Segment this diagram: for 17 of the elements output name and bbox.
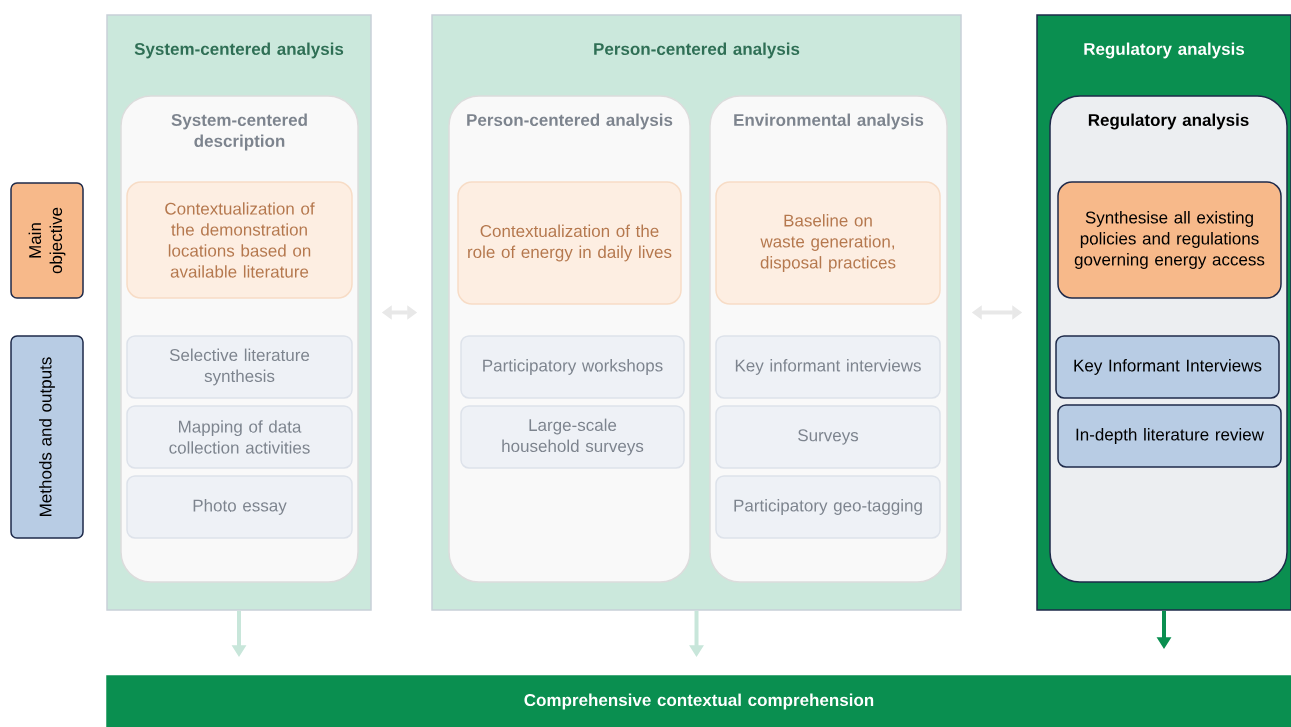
method-box: Key Informant Interviews: [1055, 335, 1280, 399]
method-box: Selective literature synthesis: [126, 335, 353, 399]
objective-box: Contextualization of the demonstration locations based on available literature: [126, 181, 353, 299]
method-box: Participatory geo-tagging: [715, 475, 941, 539]
objective-box: Contextualization of the role of energy in daily lives: [457, 181, 682, 305]
objective-box: Baseline on waste generation, disposal practices: [715, 181, 941, 305]
method-box: Photo essay: [126, 475, 353, 539]
method-box: Large-scale household surveys: [460, 405, 685, 469]
method-box: In-depth literature review: [1057, 404, 1282, 468]
method-box: Mapping of data collection activities: [126, 405, 353, 469]
method-box: Surveys: [715, 405, 941, 469]
result-bar: Comprehensive contextual comprehension: [106, 675, 1291, 727]
method-box: Participatory workshops: [460, 335, 685, 399]
objective-box: Synthesise all existing policies and regulations governing energy access: [1057, 181, 1282, 299]
side-label: Methods and outputs: [10, 335, 84, 539]
side-label: Main objective: [10, 182, 84, 299]
method-box: Key informant interviews: [715, 335, 941, 399]
